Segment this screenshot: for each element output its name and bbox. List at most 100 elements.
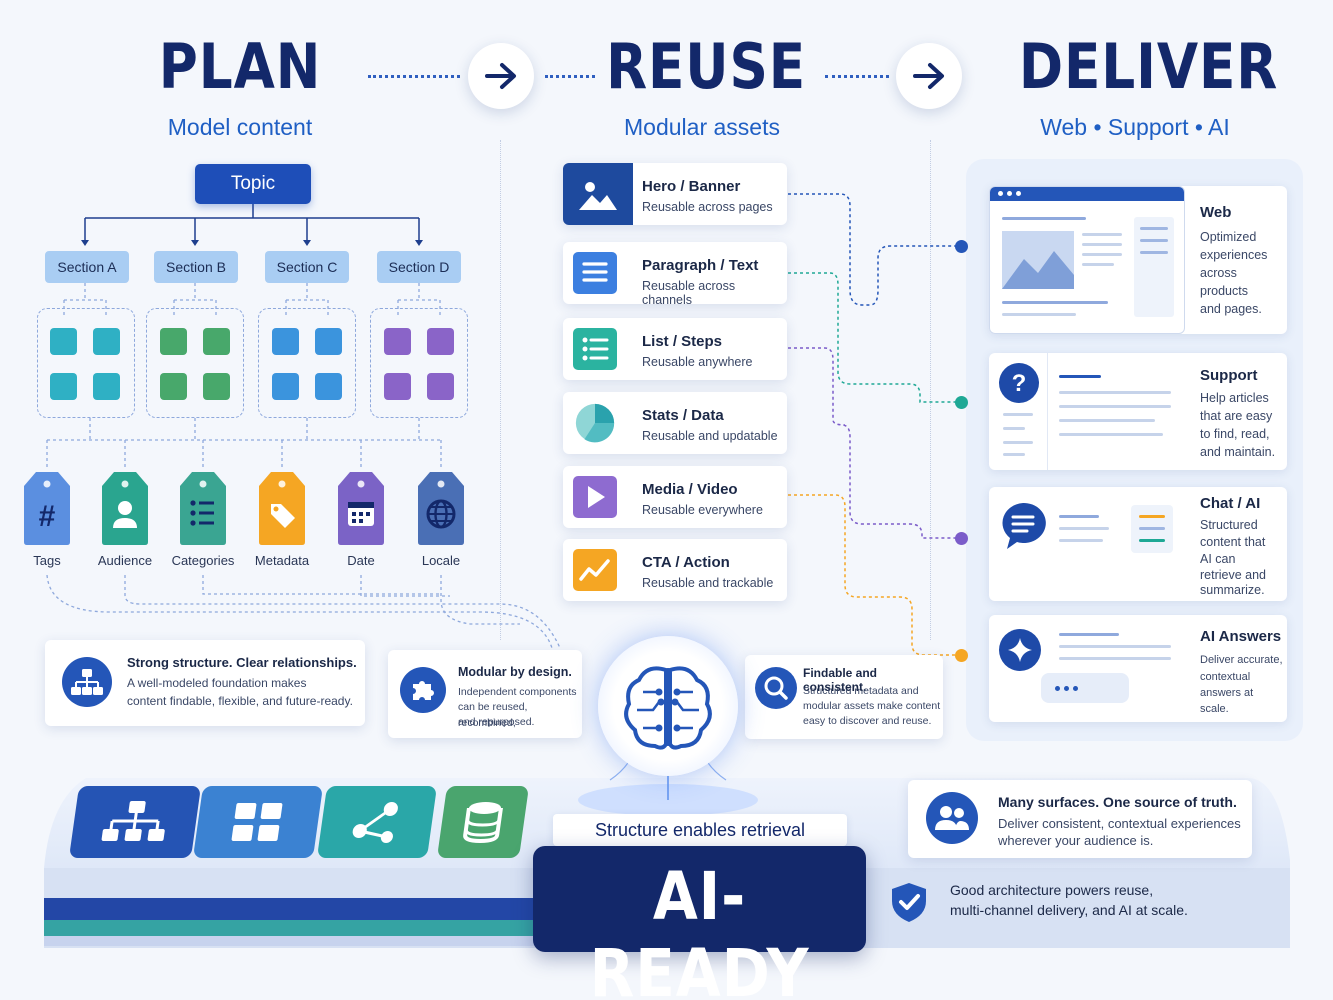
section-node-d[interactable]: Section D [377, 251, 461, 283]
asset-subtitle: Reusable anywhere [642, 355, 753, 369]
channel-title: Chat / AI [1200, 495, 1261, 512]
asset-subtitle: Reusable across channels [642, 279, 736, 307]
arrow-right-icon [485, 63, 516, 89]
brain-icon [624, 666, 712, 750]
taxonomy-tag-categories[interactable] [178, 470, 228, 546]
module-square [384, 373, 411, 400]
channel-card-chat[interactable]: Chat / AI Structured content that AI can… [989, 487, 1287, 601]
section-node-b[interactable]: Section B [154, 251, 238, 283]
module-cluster-c [258, 308, 356, 418]
tag-label: Metadata [254, 553, 310, 568]
info-card-title: Modular by design. [458, 665, 572, 679]
info-card-title: Findable and consistent. [803, 666, 878, 694]
tag-label: Date [347, 553, 375, 568]
stage-arrow [896, 43, 962, 109]
channel-title: Support [1200, 367, 1258, 384]
topic-node[interactable]: Topic [195, 164, 311, 204]
section-node-a[interactable]: Section A [45, 251, 129, 283]
channel-text: to find, read, [1200, 427, 1270, 441]
taxonomy-tag-tags[interactable]: # [22, 470, 72, 546]
browser-bar [990, 187, 1184, 201]
section-node-c[interactable]: Section C [265, 251, 349, 283]
asset-subtitle: Reusable everywhere [642, 503, 763, 517]
network-icon [352, 802, 398, 843]
person-icon [102, 472, 148, 545]
module-square [93, 328, 120, 355]
connector-node [955, 532, 968, 545]
tag-label: Locale [421, 553, 461, 568]
chat-bubble-icon [1002, 502, 1046, 549]
ai-ready-badge [533, 846, 866, 952]
channel-text: contextual [1200, 671, 1251, 683]
info-card-findable: Findable and consistent. Structured meta… [745, 655, 943, 739]
calendar-icon [338, 472, 384, 545]
info-card-text: can be reused, recombined, [458, 701, 528, 729]
svg-text:#: # [39, 500, 56, 533]
tag-label: Categories [171, 553, 235, 568]
channel-text: Deliver accurate, [1200, 654, 1283, 666]
arrow-right-icon [913, 63, 944, 89]
module-square [50, 373, 77, 400]
tag-label: Tags [33, 553, 61, 568]
list-icon [582, 337, 609, 361]
browser-dots [998, 191, 1028, 197]
module-square [272, 373, 299, 400]
dotted-connector [825, 75, 889, 78]
channel-card-support[interactable]: ? Support Help articles that are easy to… [989, 353, 1287, 470]
shield-check-icon [892, 883, 926, 922]
module-cluster-d [370, 308, 468, 418]
module-square [315, 328, 342, 355]
asset-title: Paragraph / Text [642, 257, 759, 274]
channel-text: retrieve and [1200, 568, 1267, 582]
taxonomy-tag-audience[interactable] [100, 470, 150, 546]
platform-tile-hierarchy [68, 786, 202, 858]
hierarchy-icon [101, 801, 165, 841]
channel-text: Help articles [1200, 391, 1269, 405]
channel-text: summarize. [1200, 583, 1265, 597]
taxonomy-tag-locale[interactable] [416, 470, 466, 546]
trend-icon [579, 559, 610, 581]
channel-card-web[interactable]: Web Optimized experiences across product… [989, 186, 1287, 334]
retrieval-label: Structure enables retrieval [553, 814, 847, 846]
reuse-title: REUSE [606, 30, 807, 103]
architecture-text: Good architecture powers reuse, [950, 882, 1154, 898]
reuse-subtitle: Modular assets [624, 114, 780, 140]
module-square [427, 328, 454, 355]
info-card-modular: Modular by design. Independent component… [388, 650, 582, 738]
taxonomy-tag-date[interactable] [336, 470, 386, 546]
search-icon [755, 667, 797, 709]
image-icon [579, 182, 617, 210]
info-card-text: and repurposed. [458, 716, 535, 728]
channel-text: across [1200, 266, 1237, 280]
channel-text: AI can [1200, 552, 1236, 566]
plan-title: PLAN [158, 30, 322, 103]
dotted-connector [368, 75, 460, 78]
channel-text: and maintain. [1200, 445, 1276, 459]
info-card-text: Structured metadata and [803, 685, 919, 697]
taxonomy-tag-metadata[interactable] [257, 470, 307, 546]
module-square [93, 373, 120, 400]
asset-title: CTA / Action [642, 554, 730, 571]
landscape-image-icon [1002, 231, 1074, 289]
puzzle-icon [400, 667, 446, 713]
architecture-text: multi-channel delivery, and AI at scale. [950, 902, 1188, 918]
modules-icon [231, 803, 283, 841]
platform-tile-network [316, 786, 438, 858]
module-square [160, 373, 187, 400]
svg-text:?: ? [1012, 370, 1027, 397]
connector-node [955, 649, 968, 662]
connector-node [955, 240, 968, 253]
text-icon [582, 262, 608, 282]
module-square [203, 328, 230, 355]
channel-text: content that [1200, 535, 1266, 549]
info-card-text: content findable, flexible, and future-r… [127, 694, 353, 708]
deliver-subtitle: Web • Support • AI [1040, 114, 1230, 140]
channel-card-ai-answers[interactable]: AI Answers Deliver accurate, contextual … [989, 615, 1287, 722]
platform-tile-database [436, 786, 530, 858]
